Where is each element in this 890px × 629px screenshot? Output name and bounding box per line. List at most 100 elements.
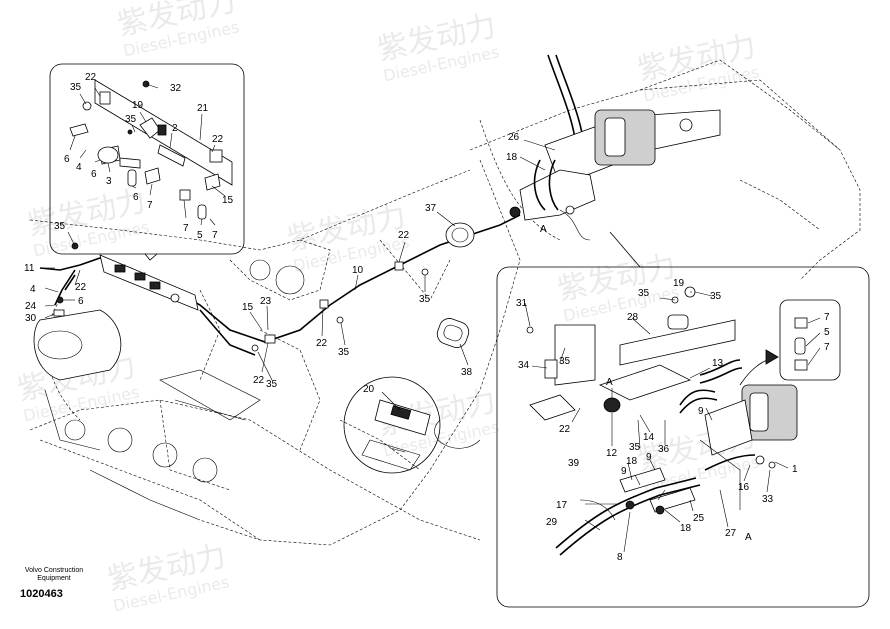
callout-label: 33 [762, 494, 774, 505]
plate-28 [619, 319, 736, 366]
callout-label: 24 [25, 301, 37, 312]
relay [157, 124, 167, 136]
watermark: 紫发动力 Diesel-Engines [284, 199, 411, 276]
leader-lines [40, 83, 821, 553]
watermark: 紫发动力 Diesel-Engines [374, 9, 501, 86]
callout-label: 13 [712, 358, 724, 369]
callout-label: 18 [626, 456, 638, 467]
callout-label: 6 [64, 154, 70, 165]
callout-label: 22 [398, 230, 410, 241]
drawing-id: 1020463 [20, 588, 63, 600]
callout-label: 34 [518, 360, 530, 371]
callout-label: 5 [824, 327, 830, 338]
connector [264, 334, 276, 344]
callout-label: 35 [266, 379, 278, 390]
callout-label: 9 [698, 406, 704, 417]
callout-label: 11 [24, 263, 35, 274]
watermark: 紫发动力 Diesel-Engines [104, 539, 231, 616]
callout-label: 36 [658, 444, 670, 455]
callout-label: 7 [183, 223, 189, 234]
callout-label: 3 [106, 176, 112, 187]
callout-label: 37 [425, 203, 437, 214]
callout-label: 27 [725, 528, 737, 539]
callout-label: 4 [76, 162, 82, 173]
bolt [251, 344, 259, 352]
callout-label: 7 [147, 200, 153, 211]
callout-label: 10 [352, 265, 364, 276]
callout-label: 35 [419, 294, 431, 305]
callout-label: 6 [91, 169, 97, 180]
callout-label: 7 [824, 342, 830, 353]
callout-label: 17 [556, 500, 568, 511]
callout-label: 7 [824, 312, 830, 323]
callout-label: 35 [125, 114, 137, 125]
relay [99, 91, 111, 105]
heater-main [509, 54, 721, 241]
clamp [394, 261, 404, 271]
callout-label: A [606, 377, 613, 388]
callouts-inset-top: 22 32 35 19 21 35 2 22 6 4 3 6 6 7 5 7 1… [64, 72, 234, 241]
inset-top-left [49, 63, 245, 261]
relay [149, 281, 161, 290]
switch-20 [390, 405, 412, 420]
relay [544, 359, 558, 379]
bolt [421, 268, 429, 276]
relay-bracket [99, 254, 199, 311]
callout-label: 9 [646, 452, 652, 463]
callout-label: 28 [627, 312, 639, 323]
connector [56, 296, 64, 304]
callout-label: 22 [75, 282, 87, 293]
callout-label: 4 [30, 284, 36, 295]
watermark: 紫发动力 Diesel-Engines [634, 29, 761, 106]
watermark-layer: 紫发动力 Diesel-Engines 紫发动力 Diesel-Engines … [14, 0, 761, 616]
callout-label: 16 [738, 482, 750, 493]
footer-company: Volvo Construction [24, 567, 84, 574]
relay-12 [603, 397, 621, 413]
callout-label: 35 [338, 347, 350, 358]
section-mark: A [540, 224, 547, 235]
callout-label: 7 [212, 230, 218, 241]
callout-label: 35 [710, 291, 722, 302]
relay [134, 272, 146, 281]
callout-label: 35 [638, 288, 650, 299]
callout-label: A [745, 532, 752, 543]
clamp [319, 299, 329, 309]
fuse [170, 293, 180, 303]
callout-label: 22 [253, 375, 265, 386]
callout-label: 1 [792, 464, 798, 475]
callout-label: 5 [197, 230, 203, 241]
inset-bottom-right [496, 231, 870, 608]
callouts-inset-right: 7 5 7 [824, 312, 830, 353]
callout-label: 29 [546, 517, 558, 528]
fuse-holder [157, 144, 186, 167]
seal-38 [436, 318, 470, 348]
callout-label: 20 [363, 384, 375, 395]
callout-label: 8 [617, 552, 623, 563]
frame-lugs [33, 259, 481, 521]
footer-subtitle: Equipment [37, 575, 71, 582]
callout-label: 6 [133, 192, 139, 203]
inset-right [779, 299, 841, 381]
main-harness [39, 214, 521, 356]
callout-label: 19 [132, 100, 144, 111]
callout-label: 15 [242, 302, 254, 313]
callout-label: 21 [197, 103, 209, 114]
callout-label: 12 [606, 448, 618, 459]
switch-detail [343, 376, 441, 474]
callout-label: 30 [25, 313, 37, 324]
callouts-inset-bottom: 31 35 19 35 28 13 34 35 A 22 14 12 35 36… [516, 278, 798, 563]
callout-label: 35 [559, 356, 571, 367]
callout-label: 19 [673, 278, 685, 289]
grommet [53, 309, 65, 317]
machine-frame [29, 59, 861, 546]
callout-label: 22 [85, 72, 97, 83]
relay [209, 149, 223, 163]
callout-label: 18 [506, 152, 518, 163]
watermark: 紫发动力 Diesel-Engines [114, 0, 241, 60]
callout-label: 39 [568, 458, 580, 469]
grommet [445, 222, 475, 248]
callout-label: 26 [508, 132, 520, 143]
callout-label: 14 [643, 432, 655, 443]
